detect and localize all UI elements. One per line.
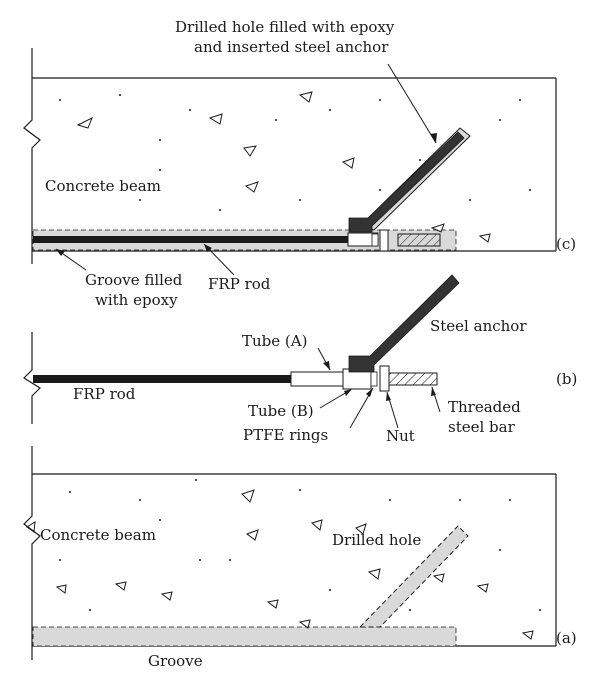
callout-groove-c-arrow bbox=[56, 249, 65, 256]
callout-tube-b-arrow bbox=[344, 389, 352, 396]
hole-label-a: Drilled hole bbox=[332, 531, 421, 549]
aggregate-dots-c bbox=[59, 94, 531, 211]
callout-ptfe-arrow bbox=[366, 388, 373, 397]
ptfe-b bbox=[370, 371, 378, 387]
panel-c: Drilled hole filled with epoxy and inser… bbox=[23, 18, 576, 309]
tube-b-label: Tube (B) bbox=[248, 402, 314, 420]
callout-tube-a-arrow bbox=[323, 361, 330, 370]
threaded-label-line1: Threaded bbox=[448, 398, 521, 416]
threaded-bar-c bbox=[397, 233, 441, 247]
beam-label-c: Concrete beam bbox=[45, 177, 161, 195]
groove-label-line2: with epoxy bbox=[95, 291, 178, 309]
ptfe-c bbox=[371, 233, 379, 247]
callout-rod-c-arrow bbox=[204, 244, 212, 252]
callout-nut-arrow bbox=[386, 392, 391, 401]
rod-b-break-line bbox=[23, 332, 41, 424]
panel-label-c: (c) bbox=[556, 235, 576, 253]
ptfe-label: PTFE rings bbox=[243, 426, 328, 444]
threaded-bar-b bbox=[388, 372, 438, 386]
panel-b: FRP rod Tube (A) Tube (B) PTFE rings Nut… bbox=[23, 274, 577, 445]
threaded-label-line2: steel bar bbox=[448, 418, 516, 436]
steel-anchor-c bbox=[348, 131, 465, 233]
aggregate-dots-a bbox=[59, 479, 541, 611]
panel-label-a: (a) bbox=[556, 629, 577, 647]
callout-hole-c bbox=[387, 63, 437, 144]
nut-label: Nut bbox=[386, 427, 415, 445]
groove-label-a: Groove bbox=[148, 652, 203, 670]
rod-label-c: FRP rod bbox=[208, 275, 271, 293]
nut-c bbox=[379, 229, 389, 252]
anchor-label: Steel anchor bbox=[430, 317, 527, 335]
callout-hole-c-arrow bbox=[430, 133, 437, 143]
aggregate-a bbox=[26, 489, 534, 640]
beam-c-break-line bbox=[23, 48, 41, 264]
callout-hole-line2: and inserted steel anchor bbox=[194, 38, 389, 56]
frp-rod-b bbox=[33, 375, 291, 383]
groove-label-line1: Groove filled bbox=[85, 271, 183, 289]
beam-label-a: Concrete beam bbox=[40, 526, 156, 544]
tube-a-label: Tube (A) bbox=[242, 332, 307, 350]
drilled-hole-a bbox=[358, 525, 469, 628]
callout-threaded-arrow bbox=[431, 387, 436, 396]
tube-a-b bbox=[290, 371, 344, 387]
groove-a bbox=[32, 626, 457, 647]
steel-anchor-b bbox=[348, 274, 460, 373]
frp-rod-c bbox=[33, 236, 348, 243]
panel-a: Concrete beam Drilled hole Groove (a) bbox=[23, 446, 577, 670]
callout-hole-line1: Drilled hole filled with epoxy bbox=[175, 18, 395, 36]
rod-label-b: FRP rod bbox=[73, 385, 136, 403]
nut-b bbox=[379, 365, 390, 392]
panel-label-b: (b) bbox=[556, 370, 577, 388]
aggregate-c bbox=[76, 91, 491, 243]
